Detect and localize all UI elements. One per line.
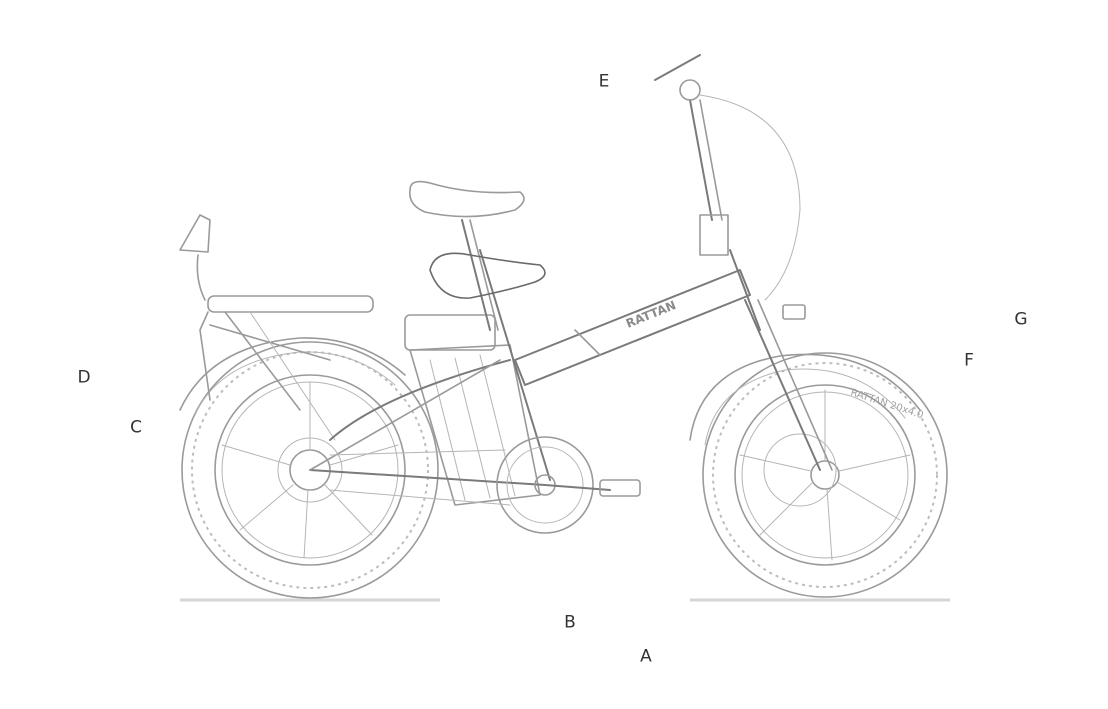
front-fender <box>689 353 921 441</box>
label-e: E <box>598 71 610 92</box>
front-wheel: RATTAN 20x4.0 <box>702 352 948 598</box>
tire-text: RATTAN 20x4.0 <box>849 387 925 421</box>
handlebar <box>654 54 801 301</box>
rear-rack <box>196 254 374 441</box>
rear-fender <box>179 337 406 411</box>
crankset <box>496 436 641 534</box>
label-g: G <box>1014 309 1028 330</box>
alternate-saddle-outline <box>429 252 546 299</box>
fork-and-stem <box>689 99 833 471</box>
brand-text: RATTAN <box>624 298 678 331</box>
chain <box>329 449 506 456</box>
label-d: D <box>77 367 91 388</box>
label-a: A <box>640 646 652 667</box>
front-light <box>782 304 806 320</box>
rear-light <box>179 214 211 253</box>
label-f: F <box>964 350 974 371</box>
label-c: C <box>130 417 142 438</box>
saddle <box>408 180 525 331</box>
label-b: B <box>564 612 576 633</box>
